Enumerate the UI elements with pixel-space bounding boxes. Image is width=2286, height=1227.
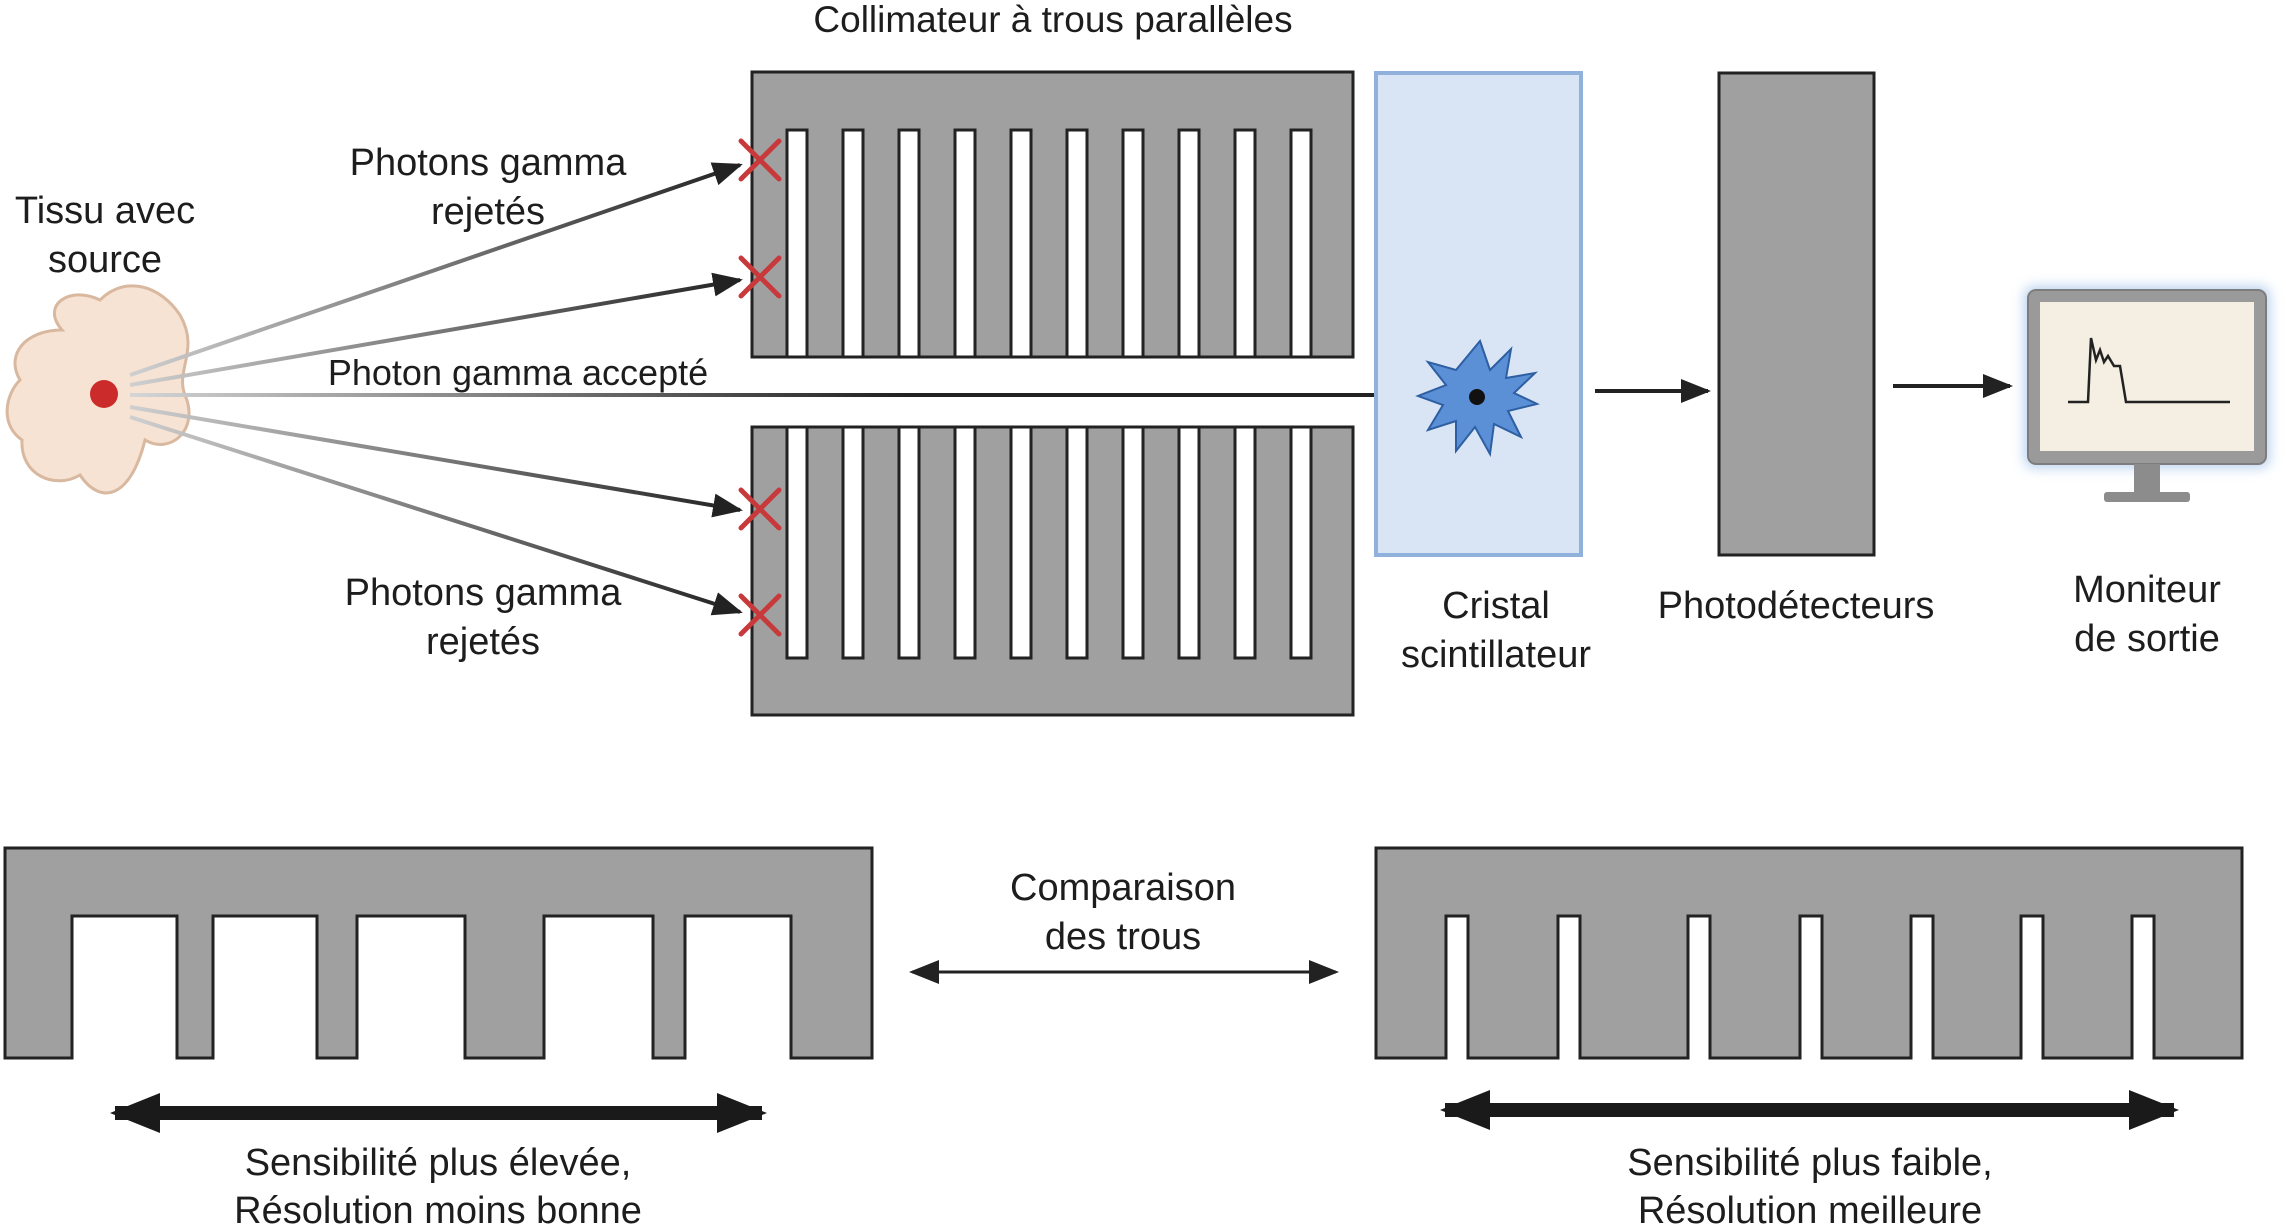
crystal-label-line1: Cristal — [1442, 585, 1550, 627]
accepted-label: Photon gamma accepté — [328, 352, 708, 393]
photodetector — [1717, 71, 1876, 557]
monitor-icon — [2024, 286, 2270, 502]
collimator-bottom — [750, 425, 1355, 717]
wide-hole-label-line2: Résolution moins bonne — [234, 1190, 642, 1227]
x-mark-icon — [738, 138, 782, 182]
tissue-label-line2: source — [48, 239, 162, 281]
ray-rejected-4 — [129, 415, 743, 616]
narrow-hole-label-line1: Sensibilité plus faible, — [1627, 1142, 1992, 1184]
narrow-hole-collimator — [1374, 846, 2244, 1060]
comparison-label-line2: des trous — [1045, 916, 1201, 958]
ray-rejected-2 — [129, 272, 743, 387]
collimator-top — [750, 70, 1355, 359]
rejected-top-label-line1: Photons gamma — [350, 142, 628, 184]
scintillation-core — [1469, 389, 1485, 405]
photodetectors-label: Photodétecteurs — [1658, 585, 1935, 627]
x-mark-icon — [738, 487, 782, 531]
monitor-label-line1: Moniteur — [2073, 569, 2221, 611]
ray-rejected-3 — [129, 405, 743, 518]
monitor-label-line2: de sortie — [2074, 618, 2220, 660]
radioactive-source-icon — [90, 380, 118, 408]
tissue-label-line1: Tissu avec — [15, 190, 195, 232]
rejected-bottom-label-line1: Photons gamma — [345, 572, 623, 614]
narrow-hole-label-line2: Résolution meilleure — [1638, 1190, 1982, 1227]
comparison-label-line1: Comparaison — [1010, 867, 1236, 909]
rejected-top-label-line2: rejetés — [431, 191, 545, 233]
wide-hole-collimator — [3, 846, 874, 1060]
crystal-label-line2: scintillateur — [1401, 634, 1591, 676]
gamma-rays — [129, 162, 1446, 616]
x-mark-icon — [738, 255, 782, 299]
collimator-title: Collimateur à trous parallèles — [813, 0, 1292, 40]
x-mark-icon — [738, 593, 782, 637]
rejected-bottom-label-line2: rejetés — [426, 621, 540, 663]
scintillator-crystal — [1374, 71, 1583, 557]
ray-rejected-1 — [129, 162, 743, 377]
wide-hole-label-line1: Sensibilité plus élevée, — [245, 1142, 632, 1184]
output-signal-trace — [2068, 337, 2230, 404]
